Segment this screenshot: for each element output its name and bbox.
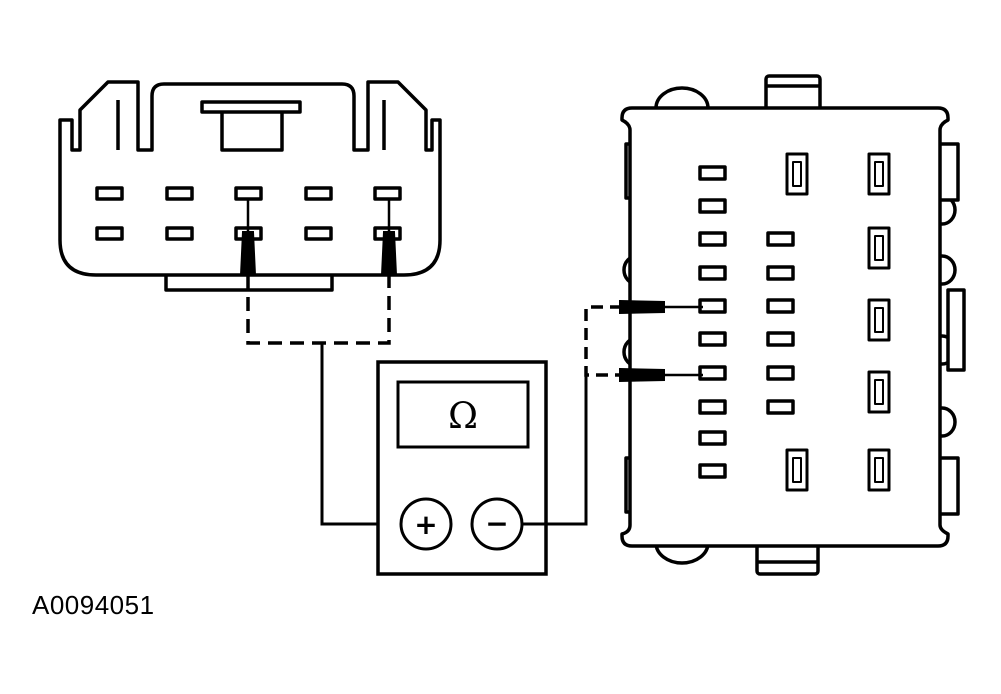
- meter-positive-jack: [399, 497, 453, 551]
- right-connector-body: [620, 106, 950, 548]
- meter-display: [396, 380, 530, 449]
- right-probes: [619, 299, 703, 383]
- positive-sign: +: [414, 508, 437, 541]
- right-jumper-dashed: [584, 305, 622, 377]
- left-connector-lock: [220, 110, 284, 152]
- ohmmeter: Ω + −: [376, 360, 548, 576]
- left-probes: [239, 198, 398, 276]
- negative-lead: [522, 375, 588, 526]
- probe-tip-3: [619, 299, 665, 315]
- ohm-symbol: Ω: [448, 396, 478, 437]
- probe-tip-2: [380, 231, 398, 276]
- left-connector: [58, 80, 442, 292]
- figure-id-label: A0094051: [32, 590, 155, 620]
- negative-sign: −: [485, 507, 508, 540]
- probe-tip-4: [619, 367, 665, 383]
- left-connector-body: [58, 80, 442, 277]
- positive-lead: [320, 343, 402, 526]
- probe-tip-1: [239, 231, 257, 276]
- right-connector: [620, 74, 966, 576]
- left-jumper-dashed: [246, 275, 391, 345]
